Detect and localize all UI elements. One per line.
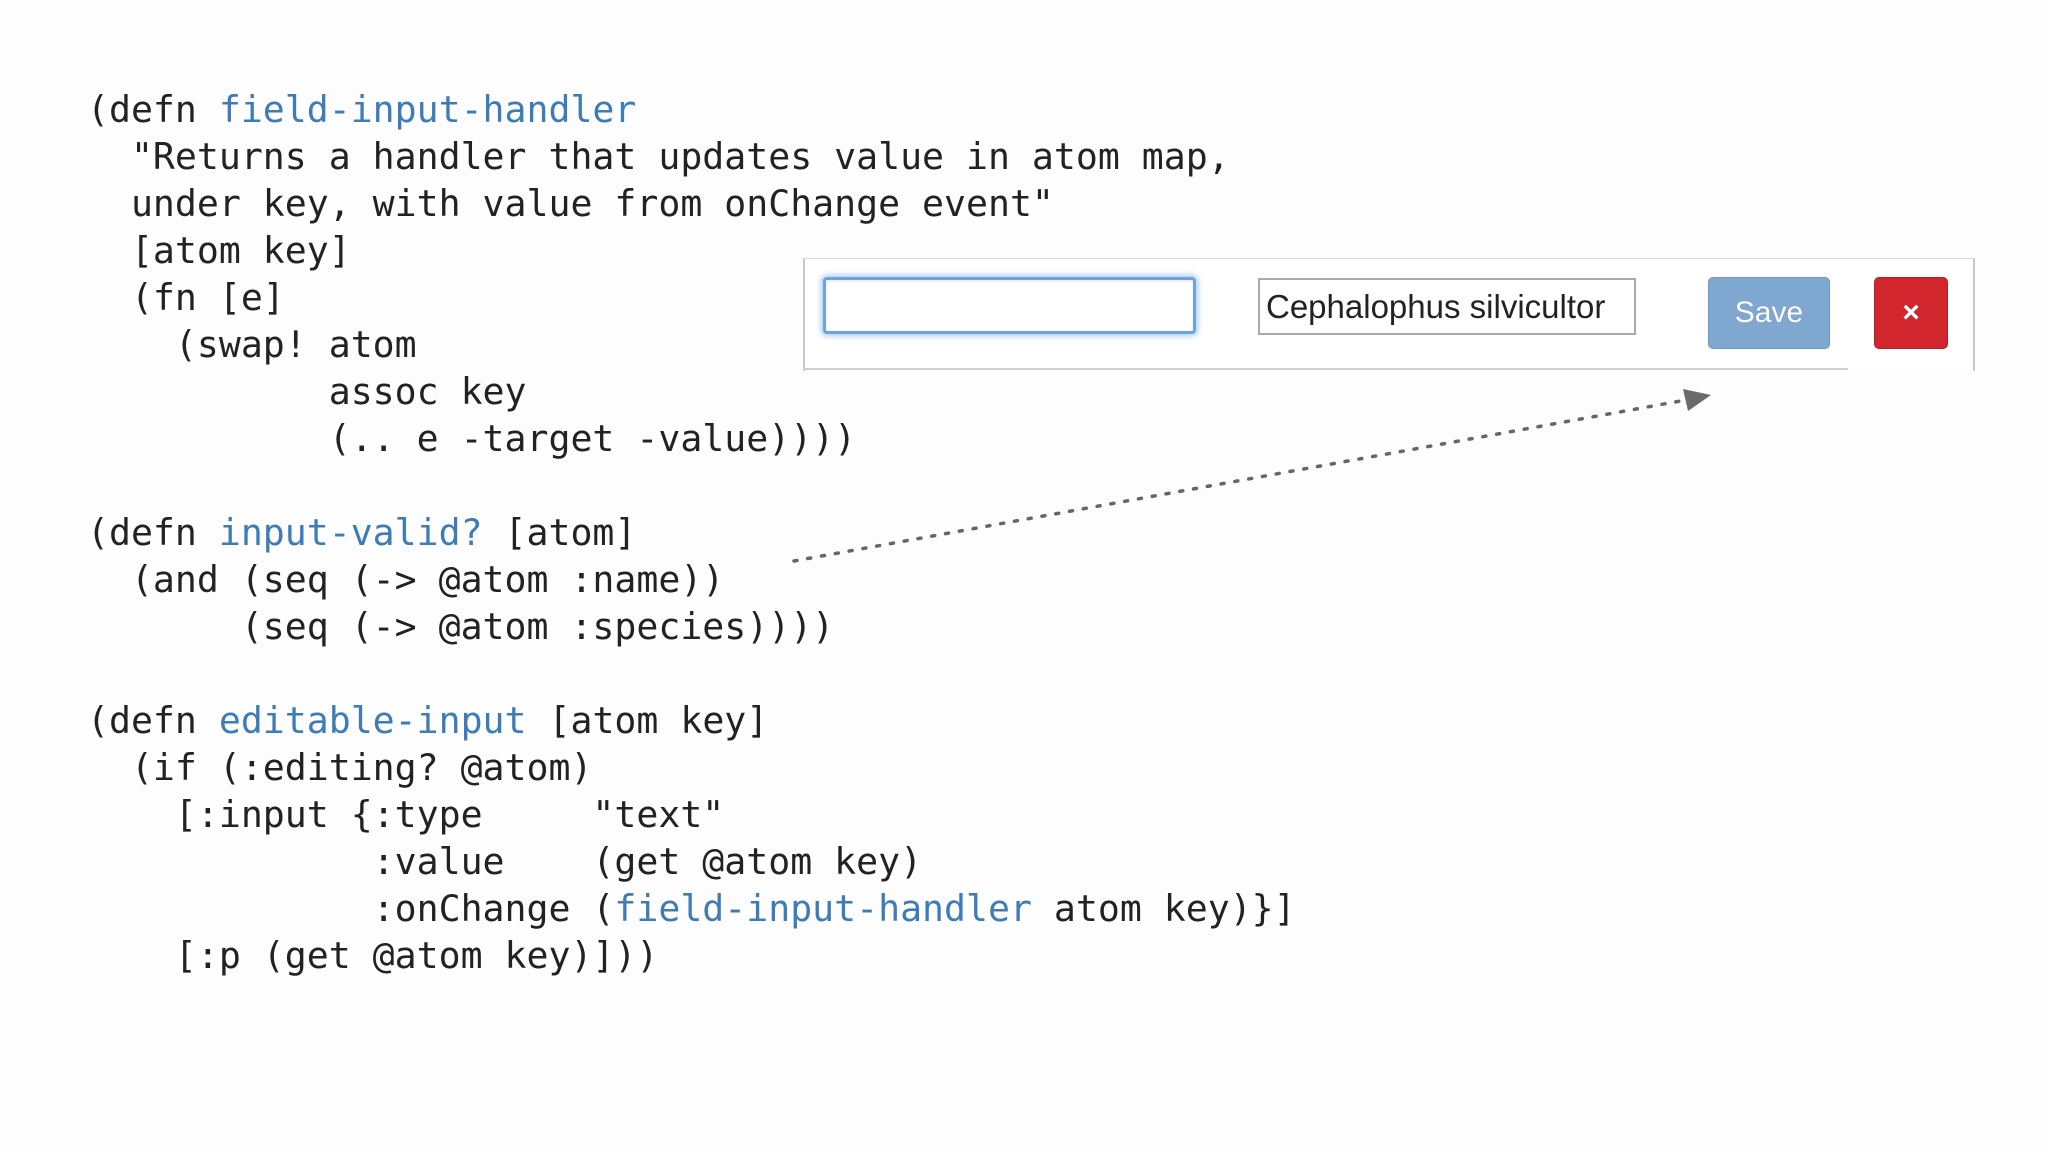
code-token: [atom] [482,511,637,554]
code-line: under key, with value from onChange even… [87,182,1054,225]
code-line: assoc key [87,370,527,413]
code-line: (defn input-valid? [atom] [87,509,1296,556]
code-line: "Returns a handler that updates value in… [87,135,1230,178]
code-line: (seq (-> @atom :species)))) [87,605,835,648]
code-token: (defn [87,88,219,131]
code-line: (and (seq (-> @atom :name)) [87,558,725,601]
name-input[interactable] [823,277,1196,334]
code-line: (.. e -target -value)))) [87,417,857,460]
species-input[interactable] [1258,278,1636,335]
code-line: (defn field-input-handler [87,86,1296,133]
function-name: field-input-handler [218,88,637,131]
code-line: (swap! atom [87,323,417,366]
code-line: [:p (get @atom key)])) [87,934,659,977]
function-name: editable-input [218,699,527,742]
function-name: field-input-handler [614,887,1032,930]
code-token: (defn [87,699,219,742]
code-line: :value (get @atom key) [87,840,923,883]
function-name: input-valid? [218,511,483,554]
code-token: [atom key] [526,699,769,742]
code-line: (defn editable-input [atom key] [87,697,1296,744]
save-button[interactable]: Save [1708,277,1830,349]
blank-line [87,650,1296,697]
code-line: :onChange (field-input-handler atom key)… [87,885,1296,932]
code-line: [:input {:type "text" [87,793,725,836]
save-button-label: Save [1734,296,1804,329]
close-icon: × [1902,296,1920,329]
panel-divider [803,368,1848,370]
blank-line [87,462,1296,509]
code-line: [atom key] [87,229,351,272]
code-line: (fn [e] [87,276,285,319]
code-listing: (defn field-input-handler "Returns a han… [87,86,1296,979]
code-token: (defn [87,511,219,554]
code-token: atom key)}] [1031,887,1296,930]
code-line: (if (:editing? @atom) [87,746,593,789]
close-button[interactable]: × [1874,277,1948,349]
code-token: :onChange ( [87,887,615,930]
